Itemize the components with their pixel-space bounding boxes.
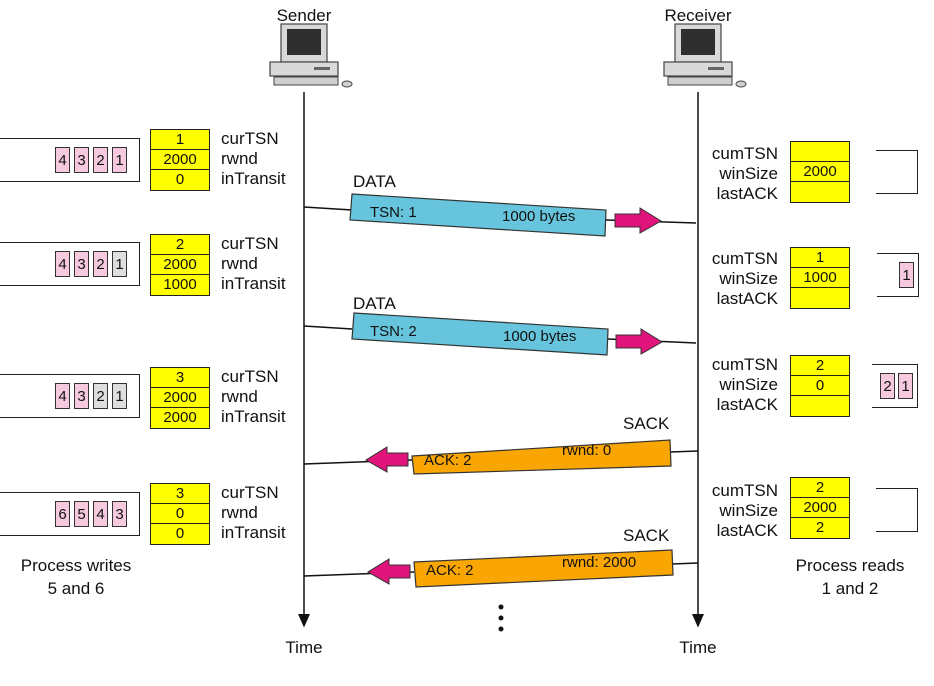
field-label: rwnd <box>221 387 258 406</box>
sender-queue: 6 5 4 3 <box>55 501 127 527</box>
field-label: curTSN <box>221 367 279 386</box>
sender-process-note: Process writes <box>20 556 132 575</box>
sender-queue: 4 3 2 1 <box>55 251 127 277</box>
packet-type-label: DATA <box>353 172 396 191</box>
receiver-process-note: 1 and 2 <box>821 579 879 598</box>
packet-tsn: TSN: 2 <box>370 323 417 340</box>
receiver-state-box: 2 2000 2 <box>790 477 850 539</box>
chunk: 4 <box>55 251 70 277</box>
packet-type-label: SACK <box>623 414 670 433</box>
chunk: 1 <box>112 147 127 173</box>
sender-queue: 4 3 2 1 <box>55 383 127 409</box>
chunk: 1 <box>112 383 127 409</box>
chunk: 3 <box>112 501 127 527</box>
field-label: winSize <box>719 375 778 394</box>
receiver-buffer <box>876 150 918 194</box>
field-label: curTSN <box>221 129 279 148</box>
field-label: inTransit <box>221 523 286 542</box>
packet-ack: ACK: 2 <box>426 562 474 579</box>
packet-tsn: TSN: 1 <box>370 204 417 221</box>
sender-state-box: 2 2000 1000 <box>150 234 210 296</box>
continuation-dots <box>498 604 504 632</box>
receiver-state-box: 2000 <box>790 141 850 203</box>
field-label: lastACK <box>716 395 778 414</box>
chunk: 6 <box>55 501 70 527</box>
sender-title: Sender <box>276 6 332 25</box>
chunk: 2 <box>93 251 108 277</box>
packet-type-label: DATA <box>353 294 396 313</box>
field-label: cumTSN <box>711 144 778 163</box>
packet-size: 1000 bytes <box>502 208 576 225</box>
field-label: winSize <box>719 501 778 520</box>
receiver-process-note: Process reads <box>795 556 905 575</box>
sack-packet-1 <box>303 439 699 475</box>
chunk: 5 <box>74 501 89 527</box>
chunk: 3 <box>74 147 89 173</box>
chunk: 1 <box>112 251 127 277</box>
chunk: 4 <box>93 501 108 527</box>
field-label: lastACK <box>716 521 778 540</box>
packet-rwnd: rwnd: 2000 <box>562 554 637 571</box>
receiver-buffer: 2 1 <box>872 364 918 408</box>
chunk: 3 <box>74 251 89 277</box>
field-label: rwnd <box>221 149 258 168</box>
data-packet-2 <box>303 312 697 356</box>
field-label: cumTSN <box>711 355 778 374</box>
field-label: cumTSN <box>711 249 778 268</box>
receiver-time-label: Time <box>679 638 717 657</box>
field-label: lastACK <box>716 289 778 308</box>
field-label: inTransit <box>221 169 286 188</box>
field-label: lastACK <box>716 184 778 203</box>
sender-state-box: 3 2000 2000 <box>150 367 210 429</box>
packet-rwnd: rwnd: 0 <box>562 442 612 459</box>
chunk: 3 <box>74 383 89 409</box>
field-label: inTransit <box>221 407 286 426</box>
field-label: curTSN <box>221 483 279 502</box>
packet-size: 1000 bytes <box>503 328 577 345</box>
chunk: 1 <box>899 262 914 288</box>
sender-state-box: 3 0 0 <box>150 483 210 545</box>
field-label: rwnd <box>221 254 258 273</box>
chunk: 4 <box>55 383 70 409</box>
field-label: rwnd <box>221 503 258 522</box>
receiver-buffer <box>876 488 918 532</box>
field-label: cumTSN <box>711 481 778 500</box>
field-label: curTSN <box>221 234 279 253</box>
computer-icon <box>269 23 353 88</box>
sender-buffer <box>0 138 140 182</box>
computer-icon <box>663 23 747 88</box>
chunk: 4 <box>55 147 70 173</box>
sack-packet-2 <box>303 549 699 588</box>
data-packet-1 <box>303 193 697 237</box>
packet-ack: ACK: 2 <box>424 452 472 469</box>
sender-state-box: 1 2000 0 <box>150 129 210 191</box>
receiver-state-box: 1 1000 <box>790 247 850 309</box>
field-label: winSize <box>719 164 778 183</box>
packet-type-label: SACK <box>623 526 670 545</box>
chunk: 2 <box>880 373 895 399</box>
sender-time-label: Time <box>285 638 323 657</box>
receiver-state-box: 2 0 <box>790 355 850 417</box>
field-label: inTransit <box>221 274 286 293</box>
receiver-buffer: 1 <box>877 253 919 297</box>
chunk: 1 <box>898 373 913 399</box>
sender-queue: 4 3 2 1 <box>55 147 127 173</box>
field-label: winSize <box>719 269 778 288</box>
chunk: 2 <box>93 383 108 409</box>
chunk: 2 <box>93 147 108 173</box>
sender-process-note: 5 and 6 <box>47 579 105 598</box>
receiver-title: Receiver <box>664 6 732 25</box>
